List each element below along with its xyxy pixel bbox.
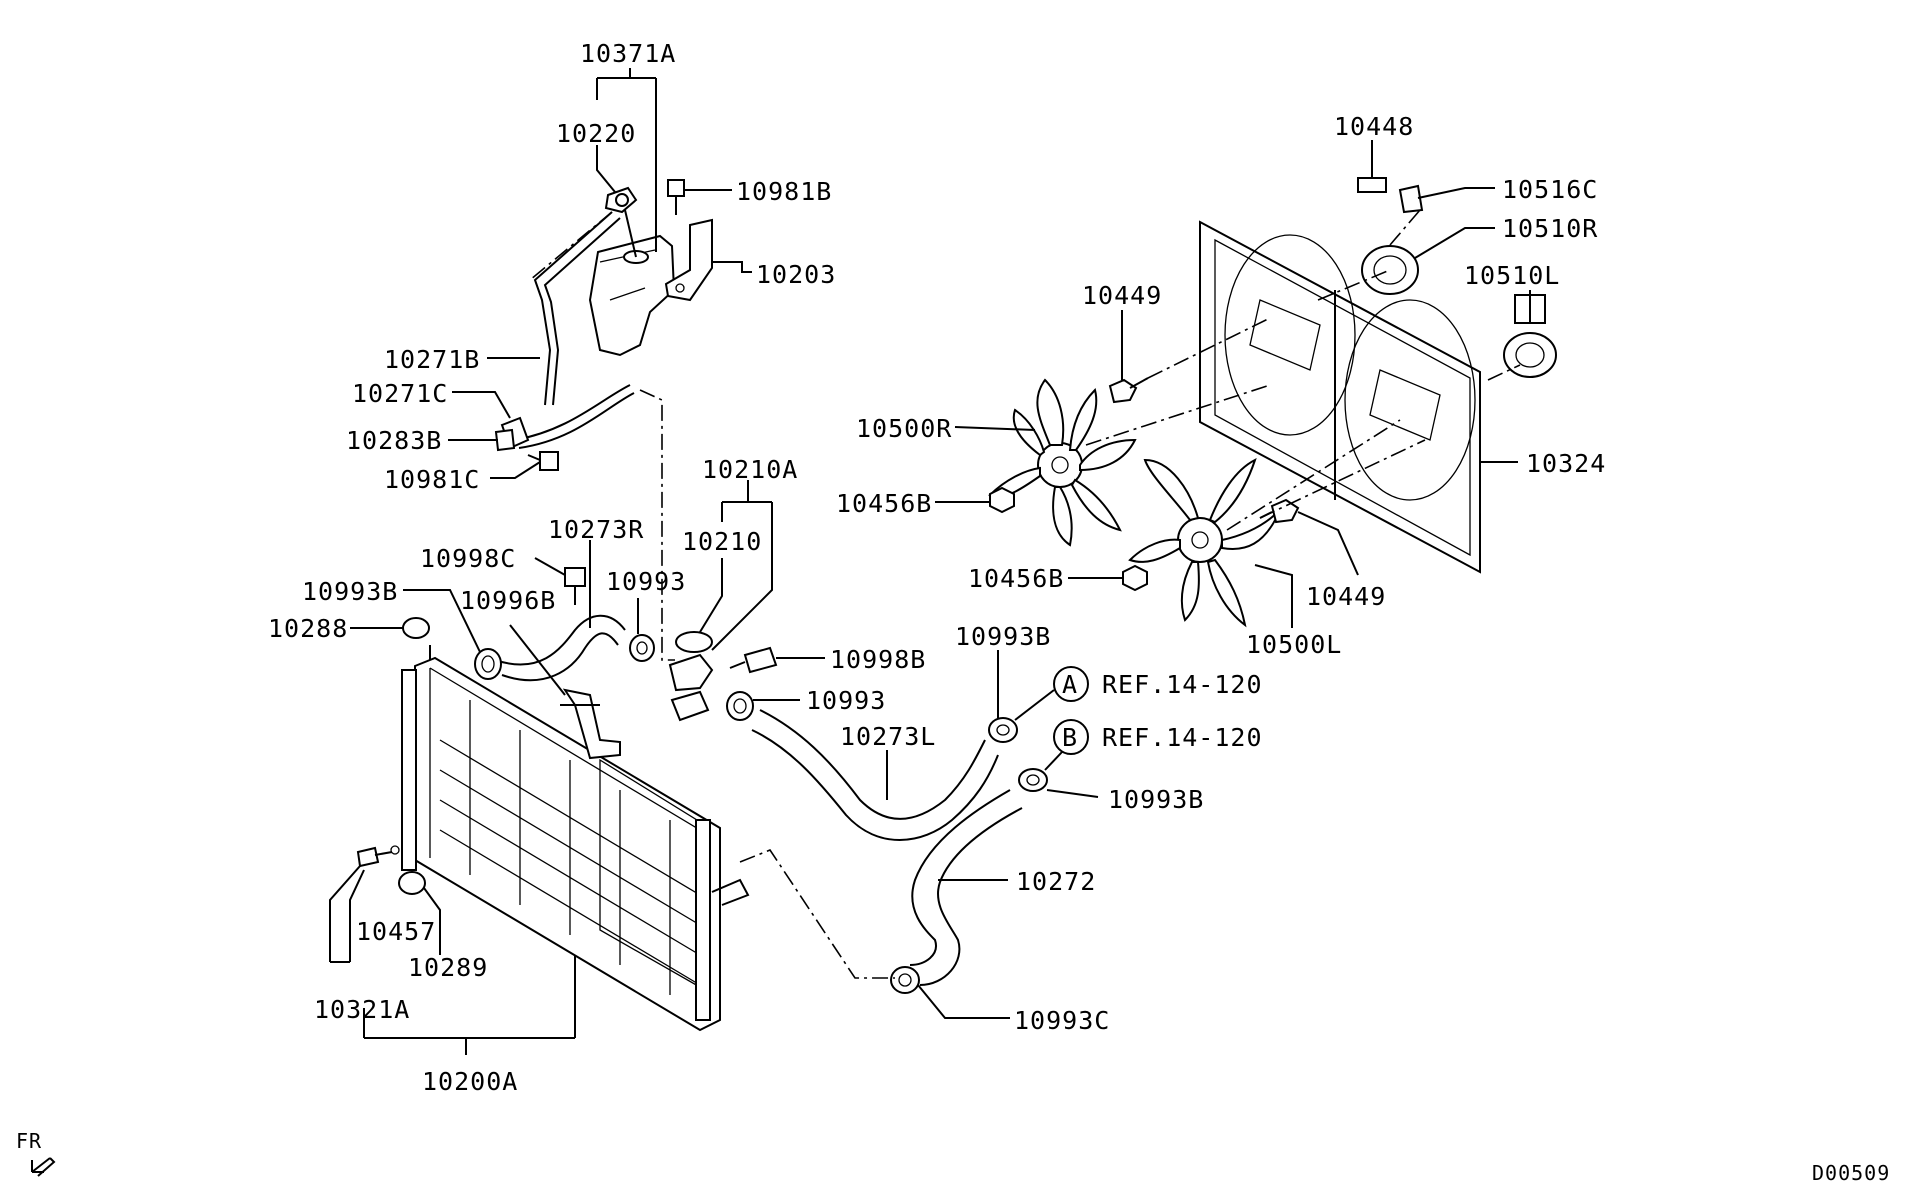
label-10283B: 10283B [346, 426, 442, 455]
connector-10516C [1398, 184, 1424, 214]
sensor-10998B [729, 646, 778, 674]
label-10210A: 10210A [702, 455, 798, 484]
lower-hose-10272 [909, 789, 1023, 986]
mount-10288 [402, 617, 430, 639]
label-10448: 10448 [1334, 112, 1414, 141]
bolt-10449-upper [1108, 377, 1149, 404]
label-10456B-a: 10456B [836, 489, 932, 518]
label-10998B: 10998B [830, 645, 926, 674]
radiator-cap-10210 [675, 631, 713, 653]
leader-lines [329, 68, 1531, 1055]
label-10510R: 10510R [1502, 214, 1598, 243]
label-10210: 10210 [682, 527, 762, 556]
nut-10456B-a [989, 486, 1015, 514]
clamp-10993C [890, 966, 920, 994]
nut-10456B-b [1122, 564, 1148, 592]
front-label: FR [16, 1129, 42, 1153]
label-10203: 10203 [756, 260, 836, 289]
bracket-10996B [560, 688, 621, 760]
label-10273R: 10273R [548, 515, 644, 544]
label-10272: 10272 [1016, 867, 1096, 896]
label-10288: 10288 [268, 614, 348, 643]
label-10457: 10457 [356, 917, 436, 946]
front-indicator: FR [16, 1129, 56, 1177]
clamp-10993-upper [629, 634, 655, 662]
label-10371A: 10371A [580, 39, 676, 68]
reservoir-tank [588, 209, 676, 357]
radiator-fins [439, 700, 701, 995]
label-10993C: 10993C [1014, 1006, 1110, 1035]
label-10981B: 10981B [736, 177, 832, 206]
ref-a-letter: A [1062, 670, 1078, 699]
label-10500L: 10500L [1246, 630, 1342, 659]
front-arrow-icon [31, 1157, 56, 1177]
label-10993B-left: 10993B [302, 577, 398, 606]
reservoir-cap [604, 186, 638, 214]
label-10456B-b: 10456B [968, 564, 1064, 593]
hose-10273L [751, 709, 999, 841]
label-10324: 10324 [1526, 449, 1606, 478]
clamp-10993B-ref-a [988, 717, 1018, 743]
connector-10448 [1357, 177, 1387, 193]
drain-cock-10998C [564, 567, 586, 605]
upper-hose-10273R [494, 614, 626, 682]
outlet-pipe [711, 878, 750, 906]
drain-plug-10457 [356, 845, 400, 868]
label-10220: 10220 [556, 119, 636, 148]
label-10200A: 10200A [422, 1067, 518, 1096]
label-10993-lower: 10993 [806, 686, 886, 715]
ref-b: B REF.14-120 [1044, 719, 1263, 771]
label-10998C: 10998C [420, 544, 516, 573]
clamp-10283B [494, 428, 516, 452]
assembly-centerlines [529, 209, 1521, 979]
ref-b-text: REF.14-120 [1102, 723, 1263, 752]
label-10449-lower: 10449 [1306, 582, 1386, 611]
radiator [401, 645, 721, 1032]
label-10273L: 10273L [840, 722, 936, 751]
label-10981C: 10981C [384, 465, 480, 494]
fan-10500L [1128, 458, 1281, 628]
diagram-code: D00509 [1812, 1161, 1890, 1185]
label-10996B: 10996B [460, 586, 556, 615]
label-10993-upper: 10993 [606, 567, 686, 596]
label-10289: 10289 [408, 953, 488, 982]
fan-10500R [988, 378, 1137, 547]
part-labels: 10371A 10220 10981B 10203 10271B 10271C … [268, 39, 1606, 1096]
clamp-10993B-left [474, 648, 502, 680]
label-10271C: 10271C [352, 379, 448, 408]
label-10449-upper: 10449 [1082, 281, 1162, 310]
label-10510L: 10510L [1464, 261, 1560, 290]
label-10271B: 10271B [384, 345, 480, 374]
label-10321A: 10321A [314, 995, 410, 1024]
bolt-10981C [527, 451, 559, 471]
fan-motor-10510R [1361, 245, 1419, 295]
mount-10289 [398, 871, 426, 895]
ref-a-text: REF.14-120 [1102, 670, 1263, 699]
label-10993B-ref-a: 10993B [955, 622, 1051, 651]
radiator-cap-neck [668, 653, 714, 722]
clamp-10993B-ref-b [1018, 768, 1048, 792]
reservoir-bracket [664, 218, 713, 302]
label-10516C: 10516C [1502, 175, 1598, 204]
fan-shroud-10324 [1199, 220, 1481, 574]
label-10500R: 10500R [856, 414, 952, 443]
bolt-10981B [667, 179, 685, 215]
clamp-10993-lower [726, 691, 754, 721]
ref-a: A REF.14-120 [1014, 666, 1263, 721]
overflow-hose [514, 211, 635, 449]
label-10993B-ref-b: 10993B [1108, 785, 1204, 814]
ref-b-letter: B [1062, 723, 1078, 752]
